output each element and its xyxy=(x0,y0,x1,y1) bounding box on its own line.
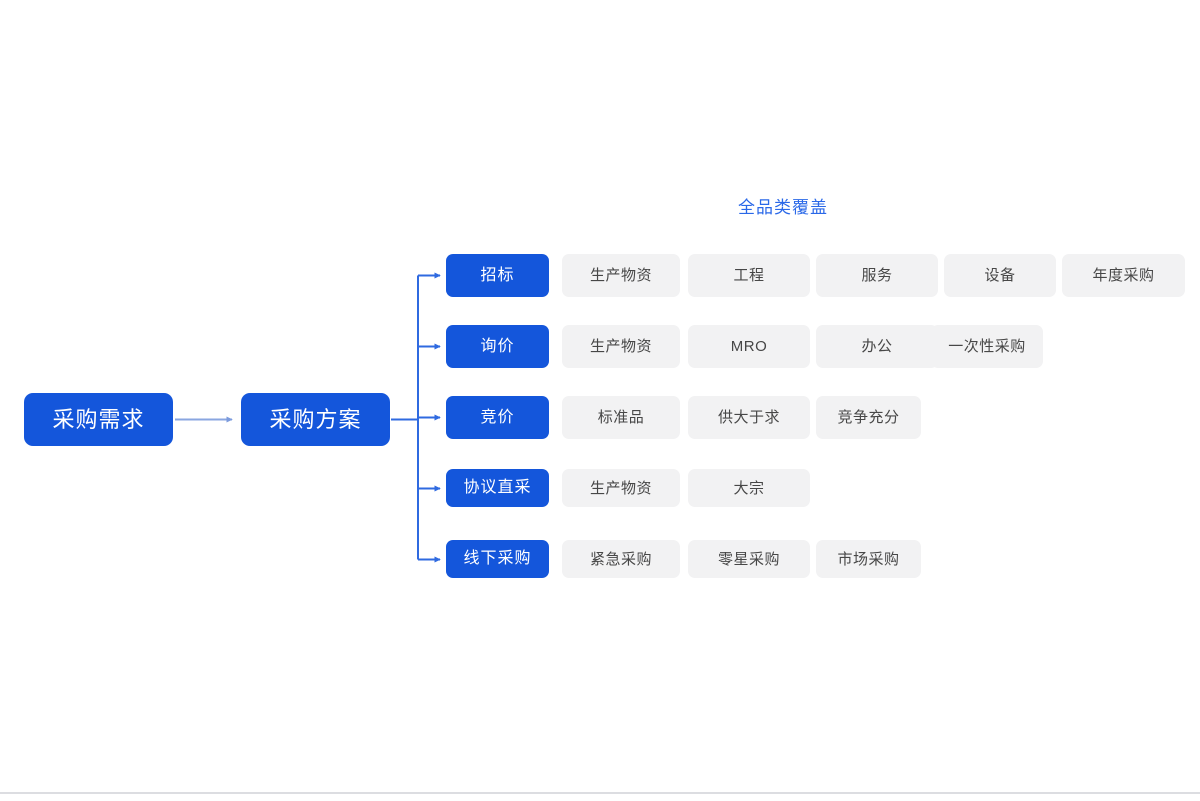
tag-chip[interactable]: 生产物资 xyxy=(562,254,680,297)
tag-chip[interactable]: 设备 xyxy=(944,254,1056,297)
tag-chip[interactable]: 办公 xyxy=(816,325,938,368)
flow-node-purchase-demand[interactable]: 采购需求 xyxy=(24,393,173,446)
coverage-title: 全品类覆盖 xyxy=(738,198,828,217)
tag-chip[interactable]: 一次性采购 xyxy=(931,325,1043,368)
tag-chip[interactable]: 大宗 xyxy=(688,469,810,507)
tag-chip[interactable]: 工程 xyxy=(688,254,810,297)
tag-chip[interactable]: 供大于求 xyxy=(688,396,810,439)
tag-chip[interactable]: 市场采购 xyxy=(816,540,921,578)
tag-chip[interactable]: 生产物资 xyxy=(562,325,680,368)
method-node-bidding[interactable]: 招标 xyxy=(446,254,549,297)
tag-chip[interactable]: 生产物资 xyxy=(562,469,680,507)
method-node-auction[interactable]: 竞价 xyxy=(446,396,549,439)
method-node-inquiry[interactable]: 询价 xyxy=(446,325,549,368)
bottom-divider xyxy=(0,792,1200,794)
tag-chip[interactable]: 零星采购 xyxy=(688,540,810,578)
tag-chip[interactable]: 竞争充分 xyxy=(816,396,921,439)
tag-chip[interactable]: 紧急采购 xyxy=(562,540,680,578)
tag-chip[interactable]: MRO xyxy=(688,325,810,368)
tag-chip[interactable]: 标准品 xyxy=(562,396,680,439)
tag-chip[interactable]: 年度采购 xyxy=(1062,254,1185,297)
flow-node-purchase-plan[interactable]: 采购方案 xyxy=(241,393,390,446)
tag-chip[interactable]: 服务 xyxy=(816,254,938,297)
method-node-offline[interactable]: 线下采购 xyxy=(446,540,549,578)
method-node-agreement-direct[interactable]: 协议直采 xyxy=(446,469,549,507)
